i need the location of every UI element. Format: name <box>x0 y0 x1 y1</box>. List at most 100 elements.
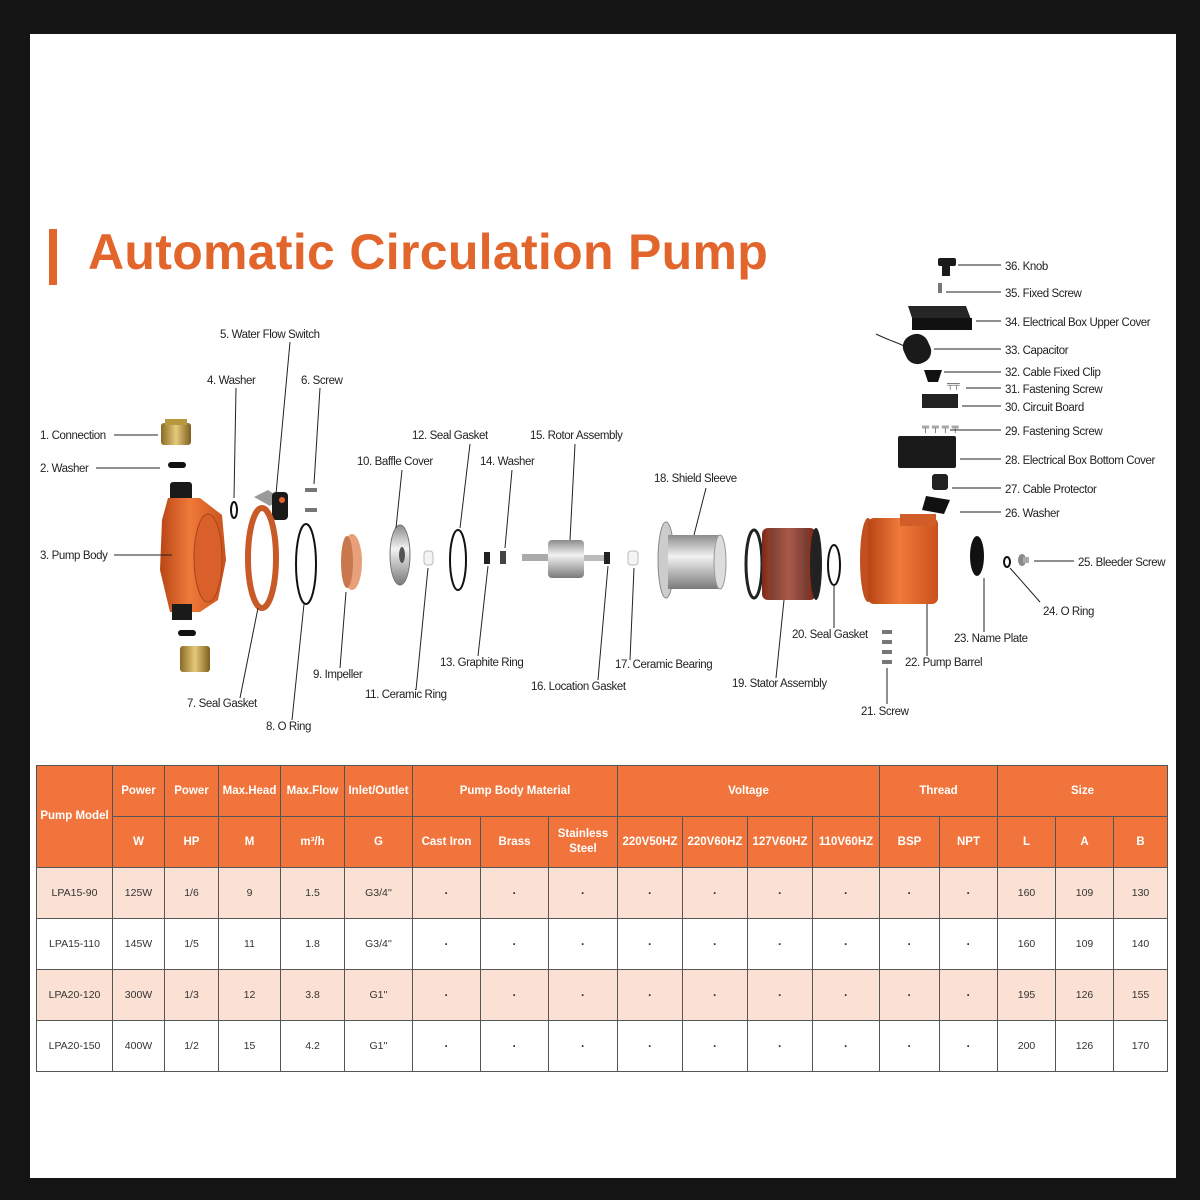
subheader-220v60hz: 220V60HZ <box>682 816 748 868</box>
table-cell: 155 <box>1112 969 1169 1021</box>
table-cell: · <box>812 1020 880 1072</box>
stator-assembly-part <box>744 528 822 600</box>
table-cell: · <box>617 969 683 1021</box>
table-cell: · <box>617 1020 683 1072</box>
table-cell: · <box>747 969 813 1021</box>
table-cell: · <box>682 918 748 970</box>
label-part-16: 16. Location Gasket <box>531 681 627 693</box>
table-cell: · <box>812 969 880 1021</box>
label-part-14: 14. Washer <box>480 456 535 468</box>
label-part-28: 28. Electrical Box Bottom Cover <box>1005 455 1156 467</box>
label-part-36: 36. Knob <box>1005 261 1048 273</box>
table-cell: · <box>412 969 481 1021</box>
table-cell: 130 <box>1112 867 1169 919</box>
label-part-24: 24. O Ring <box>1043 606 1094 618</box>
table-cell: G3/4'' <box>344 867 413 919</box>
pump-body-part <box>160 482 226 620</box>
shield-sleeve-part <box>657 521 727 599</box>
table-cell: 400W <box>112 1020 165 1072</box>
capacitor-part <box>875 333 932 365</box>
label-part-23: 23. Name Plate <box>954 633 1028 645</box>
circuit-board-part <box>922 394 958 408</box>
subheader-npt: NPT <box>939 816 998 868</box>
table-cell: 4.2 <box>280 1020 345 1072</box>
label-part-13: 13. Graphite Ring <box>440 657 523 669</box>
label-part-1: 1. Connection <box>40 430 106 442</box>
table-cell: · <box>879 867 940 919</box>
table-cell: · <box>879 918 940 970</box>
ceramic-ring-part <box>423 550 434 566</box>
subheader-110v60hz: 110V60HZ <box>812 816 880 868</box>
cable-fixed-clip-part <box>924 370 942 382</box>
header-inlet-outlet: Inlet/Outlet <box>344 765 413 817</box>
table-cell: · <box>480 1020 549 1072</box>
svg-text:╤ ╤ ╤ ╤: ╤ ╤ ╤ ╤ <box>921 422 960 433</box>
table-cell: 300W <box>112 969 165 1021</box>
table-cell: · <box>939 1020 998 1072</box>
label-part-5: 5. Water Flow Switch <box>220 329 320 341</box>
table-cell: · <box>682 1020 748 1072</box>
baffle-cover-part <box>389 524 411 586</box>
subheader-flow-unit: m³/h <box>280 816 345 868</box>
label-part-33: 33. Capacitor <box>1005 345 1069 357</box>
table-cell: · <box>480 969 549 1021</box>
label-part-34: 34. Electrical Box Upper Cover <box>1005 317 1151 329</box>
table-cell: · <box>812 867 880 919</box>
header-power-w: Power <box>112 765 165 817</box>
label-part-19: 19. Stator Assembly <box>732 678 827 690</box>
table-cell: · <box>747 867 813 919</box>
label-part-9: 9. Impeller <box>313 669 363 681</box>
subheader-b: B <box>1112 816 1169 868</box>
table-cell: 170 <box>1112 1020 1169 1072</box>
table-cell: · <box>548 969 618 1021</box>
graphite-ring-part <box>484 552 490 564</box>
header-row-2: W HP M m³/h G Cast Iron Brass Stainless … <box>37 816 1169 868</box>
electrical-box-upper-cover-part <box>908 306 972 330</box>
o-ring-part <box>295 523 317 605</box>
washer-lower-part <box>178 630 196 636</box>
table-cell: · <box>412 1020 481 1072</box>
pump-model-cell: LPA20-150 <box>36 1020 113 1072</box>
spec-table: Pump Model Power Power Max.Head Max.Flow… <box>36 765 1169 1072</box>
electrical-box-bottom-cover-part <box>898 436 956 468</box>
subheader-stainless-steel: Stainless Steel <box>548 816 618 868</box>
header-pump-body-material: Pump Body Material <box>412 765 618 817</box>
table-cell: 1/2 <box>164 1020 219 1072</box>
label-part-31: 31. Fastening Screw <box>1005 384 1103 396</box>
label-part-26: 26. Washer <box>1005 508 1060 520</box>
label-part-3: 3. Pump Body <box>40 550 108 562</box>
page-title: Automatic Circulation Pump <box>88 224 769 280</box>
subheader-g: G <box>344 816 413 868</box>
table-cell: · <box>682 969 748 1021</box>
table-cell: · <box>412 867 481 919</box>
pump-model-cell: LPA15-90 <box>36 867 113 919</box>
screw-set-part <box>882 630 892 664</box>
subheader-bsp: BSP <box>879 816 940 868</box>
table-cell: 195 <box>997 969 1056 1021</box>
fastening-screw-31-part: ╤╤ <box>946 379 960 390</box>
seal-gasket-2-part <box>449 529 467 591</box>
cable-protector-part <box>932 474 948 490</box>
label-part-17: 17. Ceramic Bearing <box>615 659 712 671</box>
label-part-7: 7. Seal Gasket <box>187 698 258 710</box>
table-cell: · <box>939 867 998 919</box>
label-part-11: 11. Ceramic Ring <box>365 689 447 701</box>
washer-part <box>168 462 186 468</box>
table-cell: · <box>412 918 481 970</box>
table-cell: · <box>747 1020 813 1072</box>
table-cell: · <box>879 1020 940 1072</box>
pump-barrel-part <box>860 514 938 604</box>
table-cell: 1/3 <box>164 969 219 1021</box>
label-part-21: 21. Screw <box>861 706 910 718</box>
table-cell: G1'' <box>344 1020 413 1072</box>
o-ring-24-part <box>1003 556 1011 568</box>
label-part-35: 35. Fixed Screw <box>1005 288 1083 300</box>
label-part-30: 30. Circuit Board <box>1005 402 1084 414</box>
label-part-29: 29. Fastening Screw <box>1005 426 1103 438</box>
exploded-view-diagram: ╤ ╤ ╤ ╤ ╤╤ <box>40 258 1167 733</box>
table-cell: · <box>682 867 748 919</box>
